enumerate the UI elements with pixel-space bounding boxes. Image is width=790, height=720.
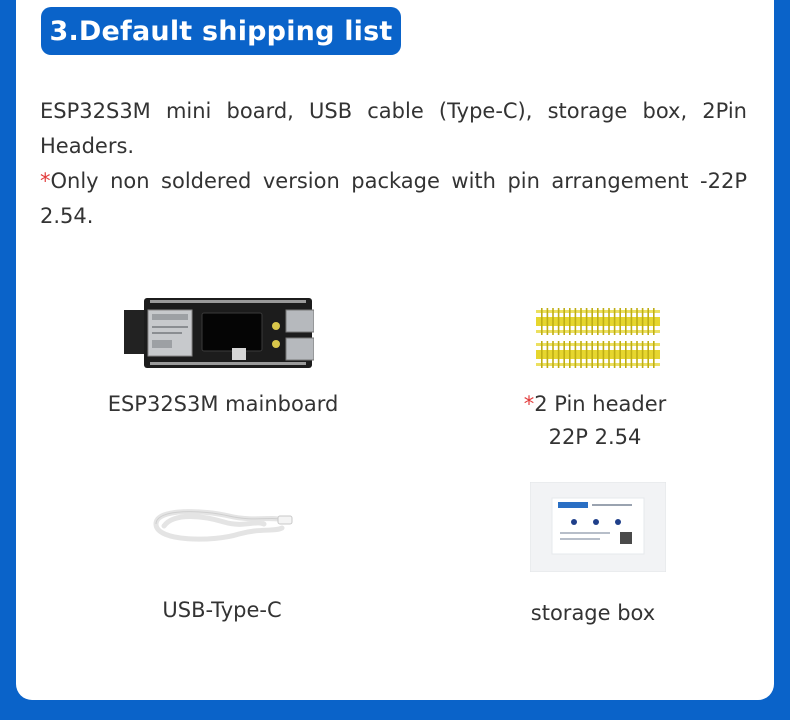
item-label-usb: USB-Type-C <box>162 598 282 622</box>
item-label-mainboard: ESP32S3M mainboard <box>107 392 339 416</box>
shipping-description: ESP32S3M mini board, USB cable (Type-C),… <box>40 94 747 234</box>
pin-header-spec: 22P 2.54 <box>548 425 642 449</box>
section-title: 3.Default shipping list <box>41 7 401 55</box>
note-text: Only non soldered version package with p… <box>40 169 747 228</box>
storage-box-icon <box>530 482 666 572</box>
note-asterisk: * <box>40 169 51 193</box>
pin-header-asterisk: * <box>523 392 535 416</box>
item-label-storage-box: storage box <box>530 601 656 625</box>
usb-cable-icon <box>153 509 293 542</box>
item-label-pin-header: *2 Pin header 22P 2.54 <box>523 392 667 449</box>
pin-header-icon <box>536 308 660 368</box>
description-text: ESP32S3M mini board, USB cable (Type-C),… <box>40 99 747 158</box>
esp32-board-icon <box>124 298 314 368</box>
